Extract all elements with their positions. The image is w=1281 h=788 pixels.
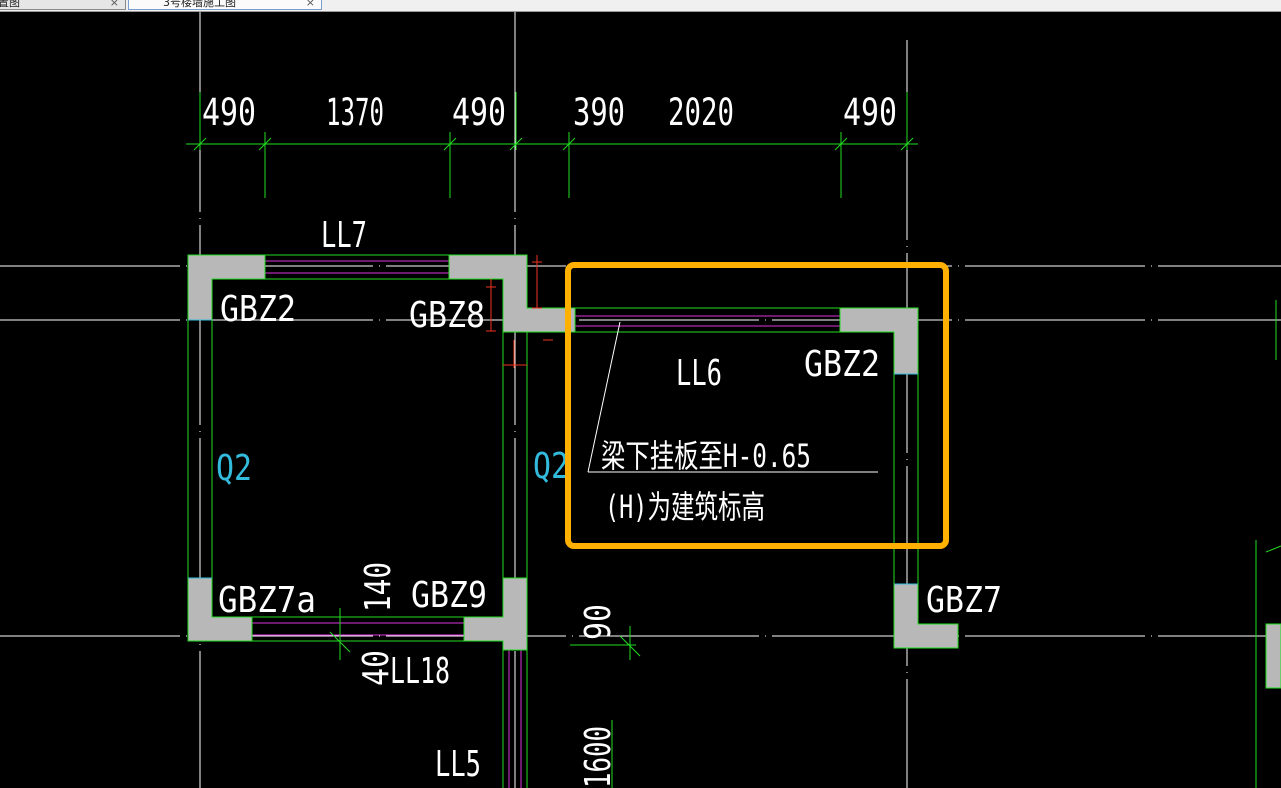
label-ll5: LL5 [435,744,481,785]
label-q2-right: Q2 [533,446,569,487]
dim-490-b: 490 [452,91,506,134]
small-dimension-marks [486,255,553,368]
dim-490-c: 490 [843,91,897,134]
tab-wall-drawing[interactable]: 3号楼墙施工图 × [128,0,322,10]
drawing-tab-bar: 结构布置图 × 3号楼墙施工图 × [0,0,1281,12]
tab-structure-layout[interactable]: 结构布置图 × [0,0,126,10]
dim-90: 90 [578,604,619,640]
column-edge-right [1265,623,1281,689]
dim-390: 390 [573,91,625,134]
top-dimension-texts: 490 1370 490 390 2020 490 [202,91,897,134]
tab-label: 结构布置图 [0,0,20,9]
close-icon[interactable]: × [109,0,119,9]
column-edge-lines [188,319,918,585]
cad-drawing-canvas[interactable]: 490 1370 490 390 2020 490 140 40 90 1600… [0,12,1281,788]
label-gbz7: GBZ7 [926,580,1002,621]
label-gbz2-left: GBZ2 [220,289,296,330]
dim-1370: 1370 [326,91,384,134]
label-gbz9: GBZ9 [411,575,487,616]
column-shapes [187,254,1281,689]
close-icon[interactable]: × [305,0,315,9]
highlight-box[interactable] [565,262,949,549]
label-ll18: LL18 [390,651,450,692]
wall-outlines [187,254,919,788]
label-gbz2-right: GBZ2 [804,344,880,385]
label-ll6: LL6 [676,353,722,394]
dim-40: 40 [356,650,397,686]
small-dimension-lines [329,608,641,788]
dimension-chain [186,92,918,198]
annotation-line-1: 梁下挂板至H-0.65 [601,437,811,475]
tab-label: 3号楼墙施工图 [163,0,236,9]
annotation-line-2: (H)为建筑标高 [605,488,765,526]
side-dimension-texts: 140 40 90 1600 [356,562,619,788]
dim-490-a: 490 [202,91,256,134]
annotation-leader [587,321,878,473]
dim-1600: 1600 [578,726,619,788]
axis-lines [0,12,1281,788]
label-gbz7a: GBZ7a [218,580,316,621]
element-labels: LL7 GBZ2 GBZ8 LL6 GBZ2 GBZ7a GBZ9 GBZ7 L… [218,215,1002,785]
dim-2020: 2020 [668,91,734,134]
column-gbz9 [463,577,528,651]
wall-labels: Q2 Q2 [216,446,569,489]
annotation-text: 梁下挂板至H-0.65 (H)为建筑标高 [601,437,811,526]
column-gbz8 [448,254,576,333]
label-gbz8: GBZ8 [409,295,485,336]
right-edge-fragments [1255,300,1281,788]
label-ll7: LL7 [321,215,367,256]
dim-140: 140 [358,562,399,612]
label-q2-left: Q2 [216,448,252,489]
